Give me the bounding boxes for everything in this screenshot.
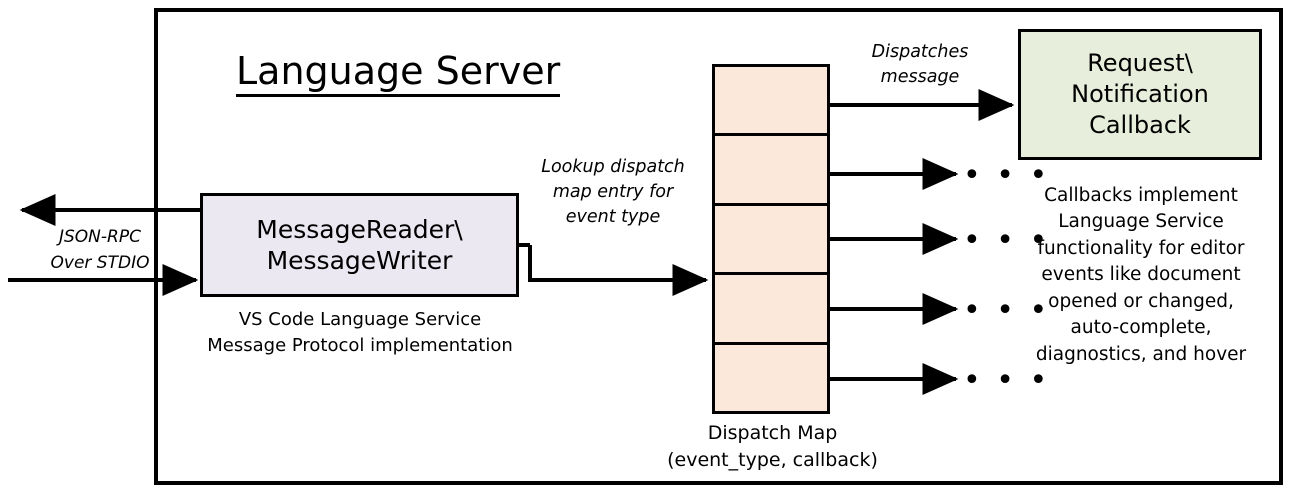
- ellipsis-marker: • • •: [963, 293, 1051, 328]
- dispatches-line-2: message: [880, 66, 960, 87]
- lookup-line-3: event type: [565, 206, 661, 227]
- ellipsis-marker: • • •: [963, 363, 1051, 398]
- dispatch-map-caption-line-1: Dispatch Map: [707, 422, 838, 444]
- dispatches-line-1: Dispatches: [871, 42, 969, 62]
- dispatch-map-cell[interactable]: [715, 205, 827, 276]
- message-reader-label: MessageReader\: [256, 214, 463, 244]
- lookup-line-2: map entry for: [552, 181, 674, 202]
- callback-line-2: Notification: [1071, 79, 1209, 108]
- dispatch-map-cell[interactable]: [715, 67, 827, 137]
- callback-desc-line-7: diagnostics, and hover: [1035, 343, 1247, 365]
- callback-line-1: Request\: [1087, 48, 1193, 77]
- transport-label: JSON-RPC Over STDIO: [30, 225, 170, 276]
- language-server-boundary: [154, 8, 1283, 485]
- lookup-line-1: Lookup dispatch: [541, 157, 685, 177]
- message-reader-writer-caption: VS Code Language Service Message Protoco…: [200, 307, 520, 359]
- caption-line-1: VS Code Language Service: [238, 309, 482, 330]
- message-writer-label: MessageWriter: [266, 246, 453, 275]
- callback-desc-line-6: auto-complete,: [1070, 317, 1212, 339]
- transport-label-line-1: JSON-RPC: [59, 227, 141, 247]
- dispatch-map-cell[interactable]: [715, 344, 827, 412]
- ellipsis-marker: • • •: [963, 223, 1051, 258]
- caption-line-2: Message Protocol implementation: [207, 335, 513, 357]
- dispatch-map-caption: Dispatch Map (event_type, callback): [650, 420, 895, 474]
- transport-label-line-2: Over STDIO: [50, 252, 150, 273]
- lookup-dispatch-arrow: [519, 243, 709, 296]
- lookup-dispatch-label: Lookup dispatch map entry for event type: [518, 155, 708, 230]
- dispatch-map-cell[interactable]: [715, 275, 827, 345]
- dispatch-map-table[interactable]: [712, 64, 830, 414]
- message-reader-writer-box[interactable]: MessageReader\ MessageWriter: [200, 193, 519, 297]
- callback-desc-line-2: Language Service: [1058, 211, 1224, 233]
- dispatches-message-label: Dispatches message: [840, 40, 1000, 90]
- request-notification-callback-box[interactable]: Request\ Notification Callback: [1018, 29, 1262, 160]
- callback-desc-line-3: functionality for editor: [1037, 237, 1245, 259]
- callback-description: Callbacks implement Language Service fun…: [1010, 183, 1272, 368]
- dispatch-map-cell[interactable]: [715, 136, 827, 206]
- callback-desc-line-4: events like document: [1041, 264, 1241, 286]
- dispatch-map-caption-line-2: (event_type, callback): [667, 448, 878, 471]
- page-title: Language Server: [236, 51, 561, 97]
- callback-desc-line-1: Callbacks implement: [1044, 185, 1238, 206]
- ellipsis-marker: • • •: [963, 158, 1051, 193]
- dispatch-ellipsis-arrows: [830, 158, 959, 395]
- callback-desc-line-5: opened or changed,: [1048, 290, 1234, 312]
- callback-line-3: Callback: [1089, 111, 1191, 140]
